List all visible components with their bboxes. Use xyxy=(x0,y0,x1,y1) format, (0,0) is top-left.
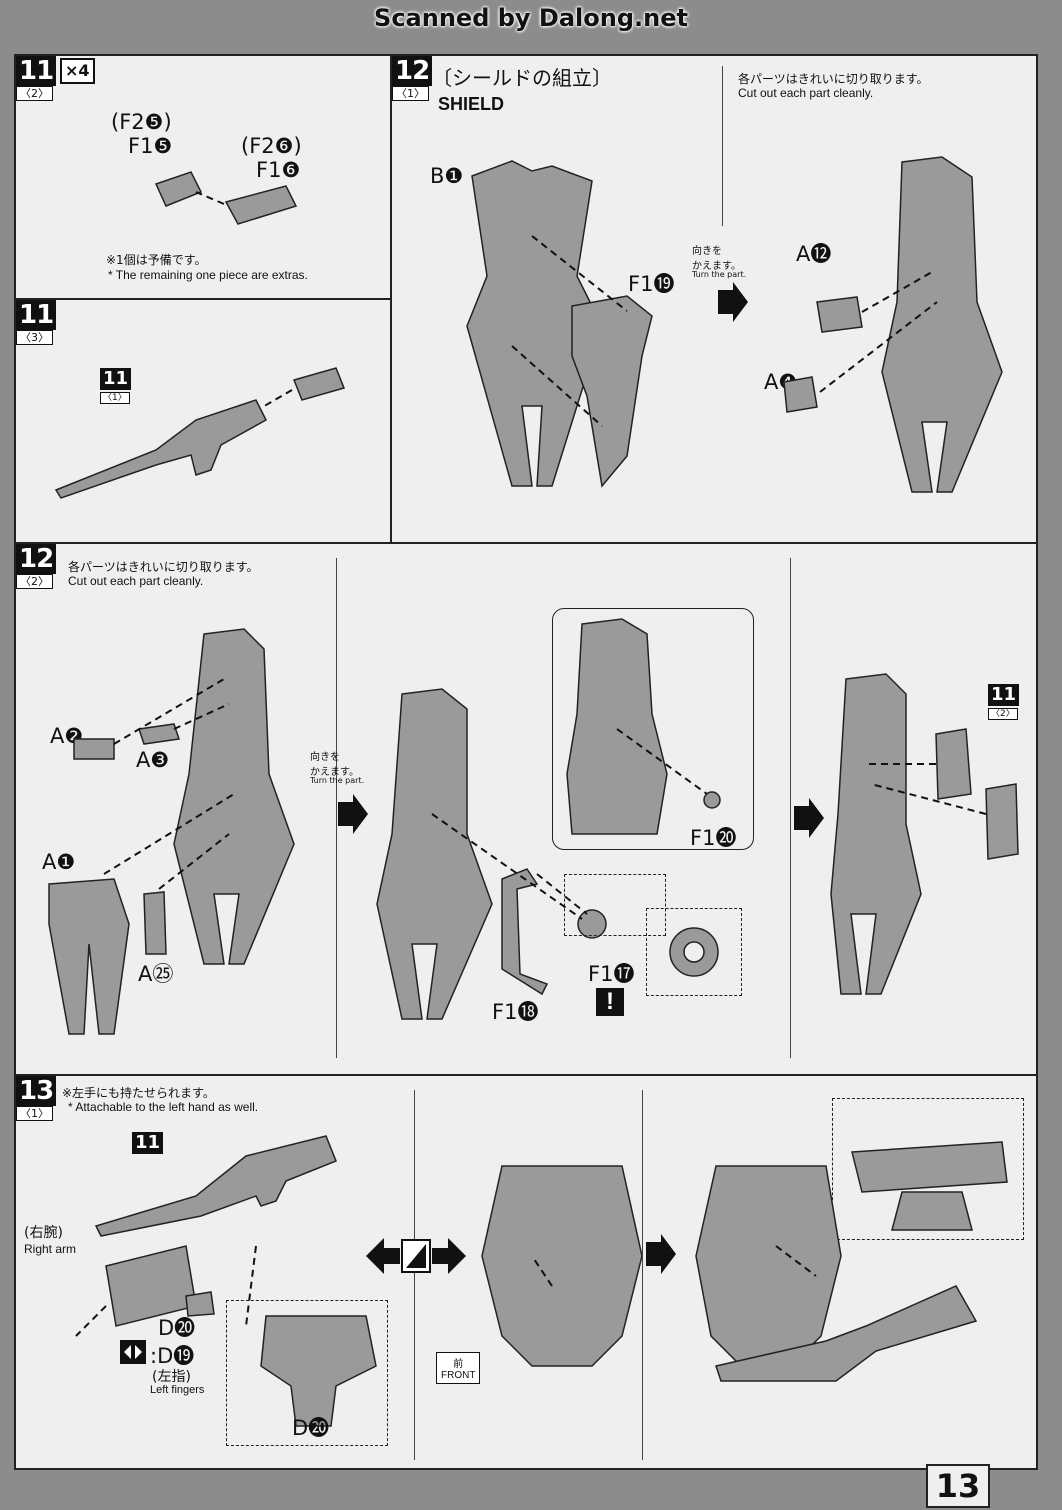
label-f1-6: F1❻ xyxy=(256,158,301,182)
cut-note-en: Cut out each part cleanly. xyxy=(738,86,874,100)
left-hand-note-jp: ※左手にも持たせられます。 xyxy=(62,1086,215,1100)
left-fingers-en: Left fingers xyxy=(150,1384,205,1396)
substep-number: 〈2〉 xyxy=(16,86,53,101)
shield-title-en: SHIELD xyxy=(438,94,505,114)
label-a25: A㉕ xyxy=(138,962,174,986)
waist-illustration xyxy=(481,1165,643,1367)
step-number: 11 xyxy=(16,300,57,330)
detail-shield-illustration xyxy=(566,618,721,835)
label-f2-5: (F2❺) xyxy=(111,110,172,134)
front-jp: 前 xyxy=(453,1359,464,1370)
right-arm-en: Right arm xyxy=(24,1242,77,1256)
warning-icon: ! xyxy=(596,988,624,1016)
rifle-arm-illustration xyxy=(75,1135,337,1337)
connector-detail-illustration xyxy=(669,927,719,977)
label-b1: B❶ xyxy=(430,164,464,188)
label-a3: A❸ xyxy=(136,748,170,772)
step-number: 13 xyxy=(16,1076,57,1106)
shield-title-jp: 〔シールドの組立〕 xyxy=(432,66,612,90)
next-arrow xyxy=(794,798,824,838)
left-hand-note-en: * Attachable to the left hand as well. xyxy=(68,1100,259,1114)
quantity-badge: ×4 xyxy=(60,58,95,84)
reference-step: 11 xyxy=(132,1132,164,1154)
label-f1-19: F1⓳ xyxy=(628,272,675,296)
completed-detail-box xyxy=(832,1098,1024,1240)
reference-step: 11 xyxy=(988,684,1020,706)
label-a12: A⓬ xyxy=(796,242,832,266)
cut-note-en: Cut out each part cleanly. xyxy=(68,574,204,588)
shield-front-illustration xyxy=(48,628,295,1035)
label-a1: A❶ xyxy=(42,850,76,874)
turn-note-en: Turn the part. xyxy=(310,776,365,785)
step-number: 12 xyxy=(16,544,57,574)
step-number: 11 xyxy=(16,56,57,86)
panel-step12-1: 12 〈1〉 〔シールドの組立〕 SHIELD B❶ F1⓳ 向きをかえます。 … xyxy=(390,54,1038,546)
panel-step13-1: 13 〈1〉 ※左手にも持たせられます。 * Attachable to the… xyxy=(14,1074,1038,1470)
cut-note-jp: 各パーツはきれいに切り取ります。 xyxy=(738,72,929,86)
cut-note-jp: 各パーツはきれいに切り取ります。 xyxy=(68,560,259,574)
next-arrow xyxy=(646,1234,676,1274)
divider xyxy=(722,66,723,226)
panel-step11-2: 11 〈2〉 ×4 (F2❺) F1❺ (F2❻) F1❻ ※1個は予備です。 … xyxy=(14,54,394,302)
rifle-illustration xyxy=(54,367,346,499)
extras-note-jp: ※1個は予備です。 xyxy=(106,253,207,267)
detail-dashed-box xyxy=(564,874,666,936)
divider xyxy=(642,1090,643,1460)
rifle-mount-illustration xyxy=(695,1165,978,1382)
connector-detail-box xyxy=(646,908,742,996)
front-indicator: 前 FRONT xyxy=(436,1352,481,1384)
label-f2-6: (F2❻) xyxy=(241,134,302,158)
reference-step: 11 xyxy=(100,368,132,390)
part-illustration xyxy=(154,171,298,225)
substep-number: 〈1〉 xyxy=(16,1106,53,1121)
next-arrow xyxy=(718,282,748,322)
substep-number: 〈2〉 xyxy=(16,574,53,589)
divider xyxy=(414,1090,415,1460)
completed-illustration xyxy=(851,1141,1008,1231)
substep-number: 〈1〉 xyxy=(392,86,429,101)
grip-detail-box xyxy=(226,1300,388,1446)
extras-note-en: * The remaining one piece are extras. xyxy=(108,268,308,282)
reference-substep: 〈2〉 xyxy=(988,708,1018,720)
panel-step11-3: 11 〈3〉 11 〈1〉 xyxy=(14,298,394,546)
label-d20-detail: D⓴ xyxy=(292,1416,330,1440)
label-d19: :D⓳ xyxy=(150,1344,195,1368)
reference-substep: 〈1〉 xyxy=(100,392,130,404)
front-en: FRONT xyxy=(441,1370,476,1381)
label-d20: D⓴ xyxy=(158,1316,196,1340)
turn-note-jp: 向きをかえます。 xyxy=(692,246,741,272)
turn-note-jp: 向きをかえます。 xyxy=(310,752,359,778)
divider xyxy=(790,558,791,1058)
shield-back-illustration xyxy=(783,156,1003,493)
shield-final-illustration xyxy=(830,673,1019,995)
page-number: 13 xyxy=(926,1464,990,1508)
both-hands-icon xyxy=(366,1238,466,1274)
left-fingers-jp: (左指) xyxy=(152,1369,191,1385)
label-f1-18: F1⓲ xyxy=(492,1000,539,1024)
substep-number: 〈3〉 xyxy=(16,330,53,345)
panel-step12-2: 12 〈2〉 各パーツはきれいに切り取ります。 Cut out each par… xyxy=(14,542,1038,1078)
shield-assembly-illustration xyxy=(376,688,607,1020)
turn-note-en: Turn the part. xyxy=(692,270,747,279)
label-f1-17: F1⓱ xyxy=(588,962,635,986)
next-arrow xyxy=(338,794,368,834)
label-f1-5: F1❺ xyxy=(128,134,173,158)
divider xyxy=(336,558,337,1058)
swap-icon xyxy=(120,1340,146,1364)
step-number: 12 xyxy=(392,56,433,86)
watermark: Scanned by Dalong.net xyxy=(374,4,688,32)
label-f1-20: F1⓴ xyxy=(690,826,737,850)
shield-b1-illustration xyxy=(466,160,653,488)
right-arm-jp: (右腕) xyxy=(24,1225,63,1241)
grip-detail-illustration xyxy=(260,1315,377,1427)
